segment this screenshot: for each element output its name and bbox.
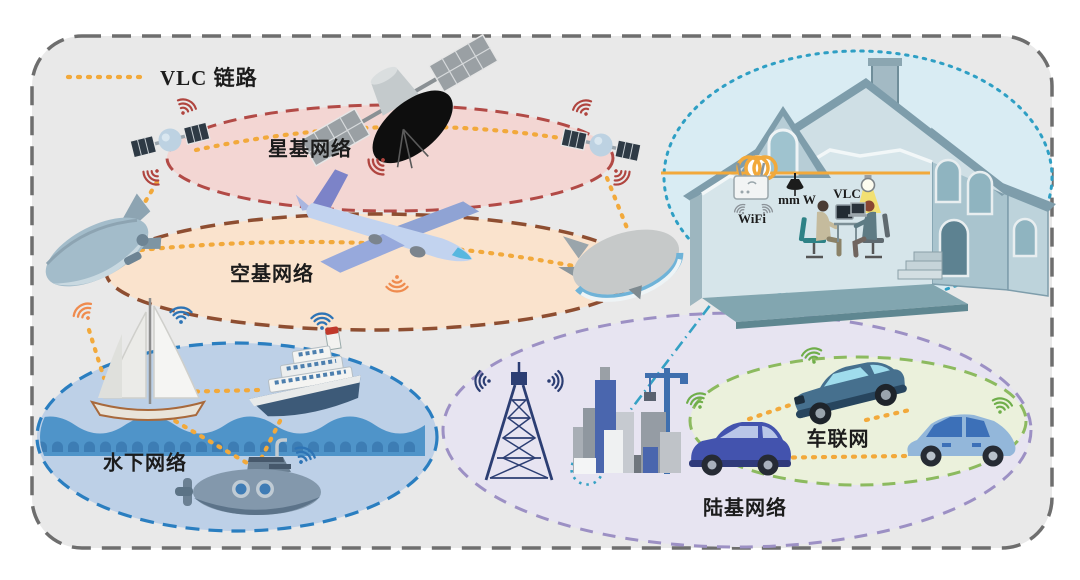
vlc-link-sat-blimp-right — [604, 175, 632, 236]
vlc-link-blimp-sailboat — [86, 327, 107, 381]
sedan-icon — [794, 362, 907, 425]
door — [938, 218, 970, 278]
car-icon — [907, 414, 1016, 467]
wifi-router-icon — [733, 162, 769, 200]
person-at-desk-right — [848, 200, 891, 259]
vlc-link-sedan-car — [863, 406, 917, 423]
indoor-equipment — [661, 155, 930, 259]
airship-left-icon — [45, 193, 162, 287]
sailboat-icon — [89, 298, 207, 421]
callout-line — [592, 286, 726, 459]
person-at-desk-left — [798, 200, 860, 259]
airplane-icon — [295, 169, 480, 273]
cruise-ship-icon — [248, 326, 361, 417]
vlc-link-van-sedan — [746, 401, 796, 422]
submarine-icon — [175, 438, 321, 515]
city-buildings-icon — [573, 367, 688, 474]
satellite-large-icon — [299, 33, 499, 169]
vlc-link-air-span — [118, 239, 582, 270]
minivan-icon — [689, 422, 791, 476]
periscope — [275, 438, 287, 458]
airship-right-icon — [558, 229, 684, 302]
vlc-link-sailboat-submarine — [155, 408, 250, 466]
mmwave-lamp-icon — [786, 173, 804, 196]
laptop-icon — [850, 202, 866, 215]
radio-tower-icon — [484, 362, 554, 481]
water-band — [40, 416, 425, 456]
